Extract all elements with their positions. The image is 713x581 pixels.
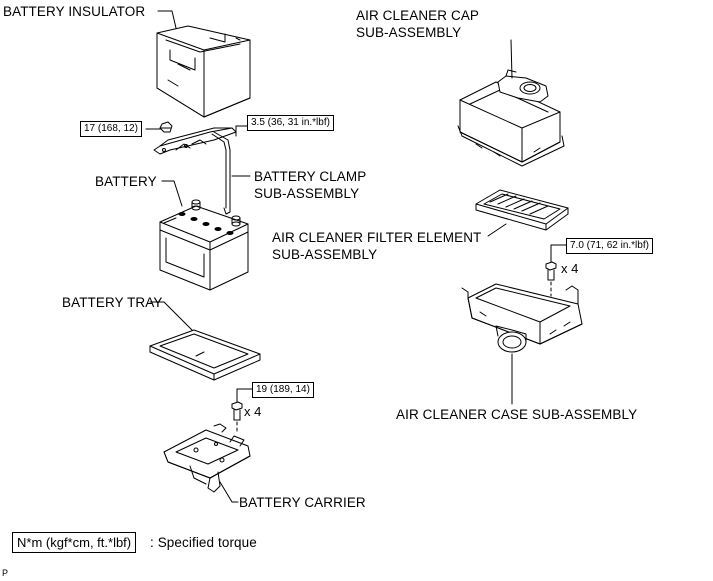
leader-air-cleaner-cap [510, 39, 513, 79]
label-air-cleaner-case: AIR CLEANER CASE SUB-ASSEMBLY [396, 407, 638, 422]
battery-insulator-drawing [156, 25, 251, 118]
label-air-cleaner-cap-sub: SUB-ASSEMBLY [356, 25, 462, 40]
label-battery-insulator: BATTERY INSULATOR [3, 4, 146, 19]
battery-drawing [159, 199, 249, 291]
carrier-bolt-drawing [231, 401, 243, 433]
label-filter-element: AIR CLEANER FILTER ELEMENT [272, 230, 482, 245]
leader-battery-tray [149, 301, 193, 331]
battery-carrier-drawing [163, 423, 251, 493]
case-bolt-drawing [545, 261, 557, 297]
leader-torque-7-0 [550, 244, 567, 263]
torque-battery-clamp-nut: 17 (168, 12) [80, 121, 142, 137]
leader-torque-3-5 [235, 125, 248, 137]
label-battery-clamp: BATTERY CLAMP [254, 169, 367, 184]
leader-battery-insulator [157, 10, 177, 29]
leader-battery [161, 180, 183, 207]
legend-description: : Specified torque [150, 535, 257, 550]
quantity-carrier-bolts: x 4 [244, 404, 262, 419]
label-battery-carrier: BATTERY CARRIER [239, 495, 366, 510]
label-battery-tray: BATTERY TRAY [62, 295, 163, 310]
label-filter-element-sub: SUB-ASSEMBLY [272, 247, 378, 262]
torque-case-bolt: 7.0 (71, 62 in.*lbf) [566, 238, 653, 254]
legend-torque-unit-box: N*m (kgf*cm, ft.*lbf) [12, 532, 137, 553]
battery-clamp-drawing [153, 121, 237, 215]
torque-carrier-bolt: 19 (189, 14) [252, 382, 314, 398]
torque-battery-clamp-rod: 3.5 (36, 31 in.*lbf) [247, 115, 334, 131]
filter-element-drawing [475, 189, 569, 231]
quantity-case-bolts: x 4 [561, 261, 579, 276]
leader-filter-element [487, 223, 507, 237]
leader-torque-19 [236, 388, 253, 403]
label-air-cleaner-cap: AIR CLEANER CAP [356, 8, 480, 23]
air-cleaner-cap-drawing [457, 69, 565, 167]
label-battery: BATTERY [95, 174, 157, 189]
leader-battery-carrier [219, 481, 239, 503]
air-cleaner-case-drawing [461, 283, 583, 353]
corner-mark: P [2, 568, 9, 578]
label-battery-clamp-sub: SUB-ASSEMBLY [254, 186, 360, 201]
battery-tray-drawing [149, 329, 261, 381]
